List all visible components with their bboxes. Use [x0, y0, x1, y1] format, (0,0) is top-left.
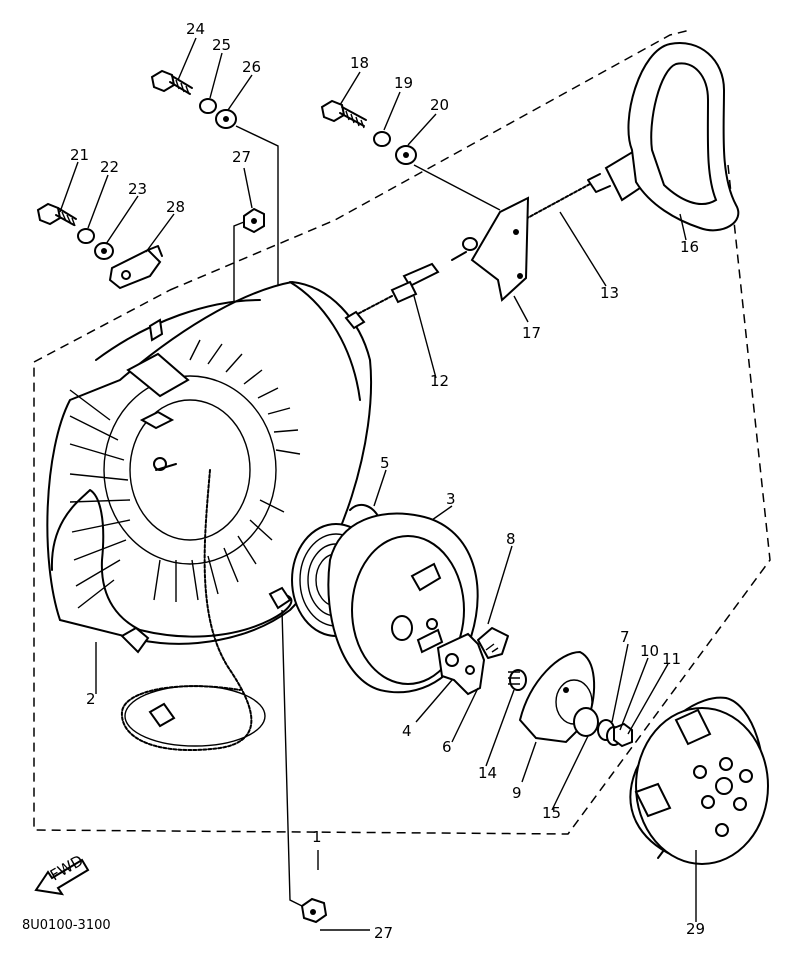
- part-label-3: 3: [446, 490, 456, 508]
- handle-16: [587, 42, 740, 232]
- part-label-6: 6: [442, 738, 452, 756]
- washer-19: [373, 131, 391, 147]
- guide-bolt-12: [349, 262, 440, 319]
- pawl-spring-8: [477, 627, 509, 659]
- part-label-9: 9: [512, 784, 522, 802]
- washer-25: [199, 98, 217, 114]
- part-label-27a: 27: [232, 148, 251, 166]
- part-label-29: 29: [686, 920, 705, 938]
- part-label-8: 8: [506, 530, 516, 548]
- part-label-4: 4: [402, 722, 412, 740]
- pawl-4: [436, 632, 486, 696]
- part-label-11: 11: [662, 650, 681, 668]
- starter-case-2: [46, 280, 372, 654]
- spring-14: [508, 669, 527, 691]
- part-label-12: 12: [430, 372, 449, 390]
- bolt-24: [150, 69, 193, 95]
- part-label-27b: 27: [374, 924, 393, 942]
- starter-rope: [120, 469, 253, 752]
- part-label-1: 1: [312, 828, 322, 846]
- rope-13: [519, 183, 591, 223]
- part-label-14: 14: [478, 764, 497, 782]
- part-label-10: 10: [640, 642, 659, 660]
- washer-22: [77, 228, 95, 244]
- part-label-17: 17: [522, 324, 541, 342]
- part-label-5: 5: [380, 454, 390, 472]
- bolt-21: [36, 202, 77, 227]
- part-label-25: 25: [212, 36, 231, 54]
- rope-guide-17: [451, 196, 530, 302]
- part-label-2: 2: [86, 690, 96, 708]
- part-label-18: 18: [350, 54, 369, 72]
- part-label-28: 28: [166, 198, 185, 216]
- part-label-26: 26: [242, 58, 261, 76]
- drawing-code: 8U0100-3100: [22, 918, 111, 933]
- part-label-15: 15: [542, 804, 561, 822]
- washer-15: [573, 707, 599, 737]
- part-label-20: 20: [430, 96, 449, 114]
- part-label-21: 21: [70, 146, 89, 164]
- part-label-23: 23: [128, 180, 147, 198]
- part-label-22: 22: [100, 158, 119, 176]
- part-label-16: 16: [680, 238, 699, 256]
- part-label-13: 13: [600, 284, 619, 302]
- fwd-arrow-icon: [34, 858, 90, 896]
- part-label-19: 19: [394, 74, 413, 92]
- part-label-7: 7: [620, 628, 630, 646]
- starter-pulley-29: [629, 696, 769, 865]
- assembly-boundary: [33, 29, 771, 835]
- plate-28: [108, 245, 163, 290]
- part-label-24: 24: [186, 20, 205, 38]
- leader-lines: [59, 37, 697, 931]
- bolt-18: [320, 99, 367, 129]
- nut-11: [613, 722, 633, 748]
